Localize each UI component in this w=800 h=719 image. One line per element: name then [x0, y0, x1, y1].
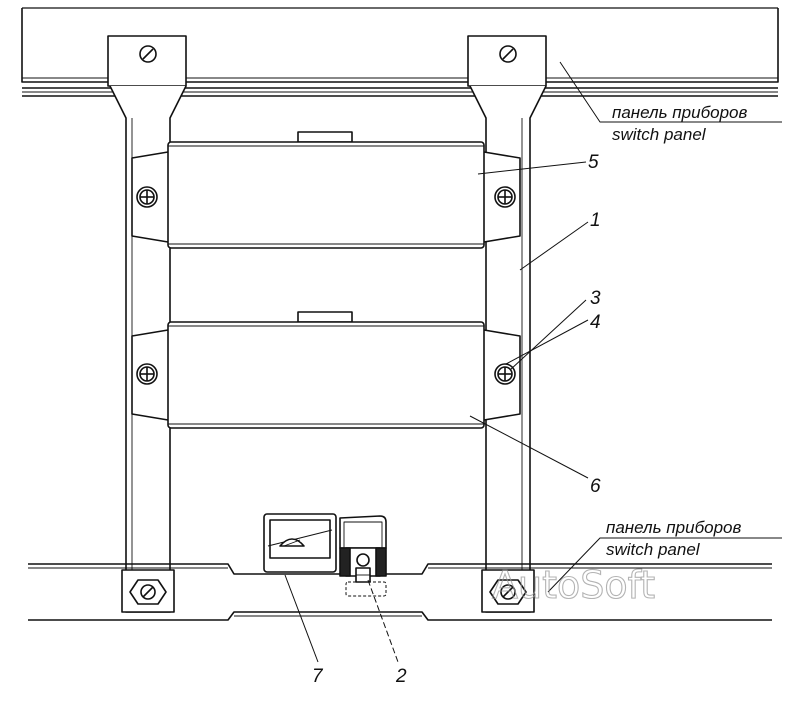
upper-unit	[131, 131, 521, 249]
top-right-screw-icon	[499, 45, 517, 63]
bottom-left-bolt-icon	[121, 569, 175, 613]
callout-5: 5	[588, 152, 599, 173]
unit-screw-icon	[136, 186, 158, 208]
bottom-note-en: switch panel	[606, 540, 701, 559]
watermark: AutoSoft	[492, 563, 655, 607]
top-note-en: switch panel	[612, 125, 707, 144]
bottom-note-ru: панель приборов	[606, 518, 741, 537]
clamp	[339, 515, 387, 597]
callout-2: 2	[395, 666, 407, 687]
unit-screw-icon	[494, 363, 516, 385]
callout-4: 4	[590, 312, 601, 333]
bottom-right-bolt-icon	[481, 569, 535, 613]
unit-screw-icon	[136, 363, 158, 385]
connector	[263, 513, 337, 573]
top-note-ru: панель приборов	[612, 103, 747, 122]
bottom-switch-panel	[28, 563, 772, 621]
callout-1: 1	[590, 210, 601, 231]
leader-lines	[284, 61, 782, 663]
callout-6: 6	[590, 476, 601, 497]
callout-3: 3	[590, 288, 601, 309]
lower-unit	[131, 311, 521, 429]
top-left-screw-icon	[139, 45, 157, 63]
unit-screw-icon	[494, 186, 516, 208]
callout-7: 7	[312, 666, 324, 687]
